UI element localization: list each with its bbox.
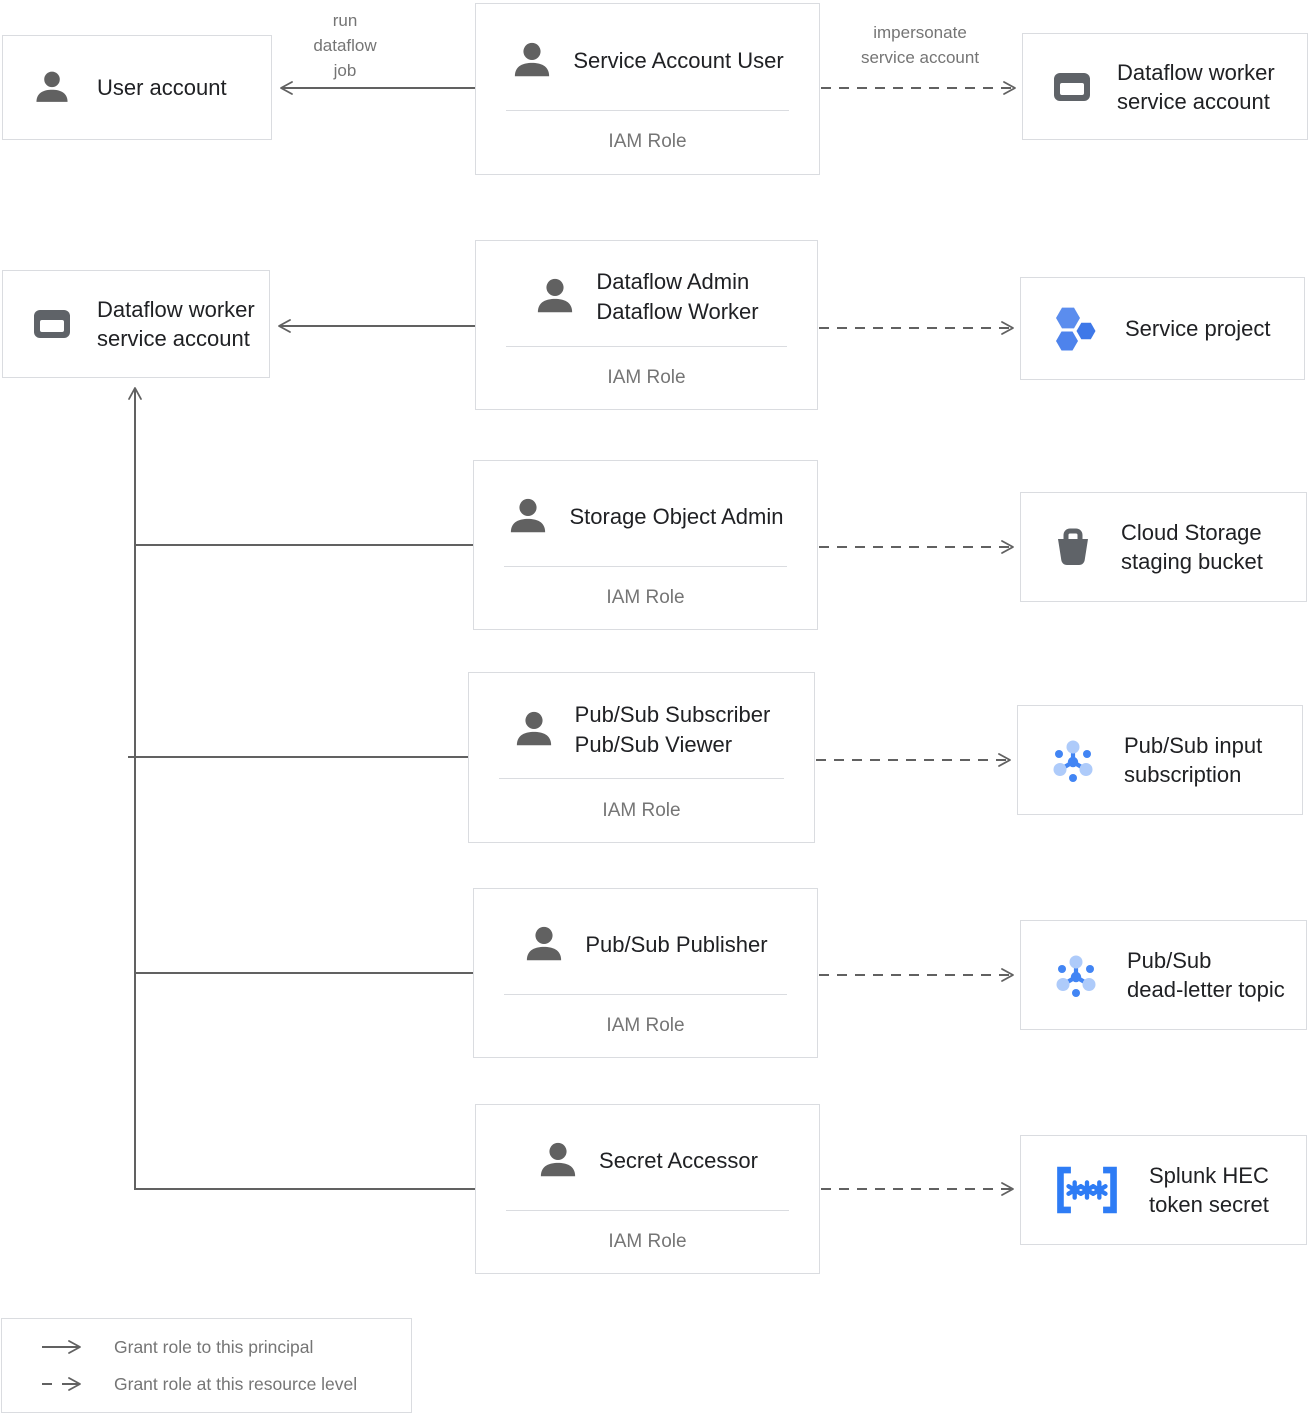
legend-dashed-label: Grant role at this resource level: [114, 1373, 358, 1394]
node-cloud-storage-bucket: Cloud Storage staging bucket: [1020, 492, 1307, 602]
edge-label-line: impersonate: [873, 23, 967, 42]
divider: [499, 778, 784, 780]
node-label: User account: [97, 75, 227, 100]
person-icon: [516, 711, 551, 745]
role-title: Pub/Sub Subscriber Pub/Sub Viewer: [575, 700, 771, 760]
role-title: Storage Object Admin: [569, 504, 784, 530]
node-label-line: dead-letter topic: [1127, 977, 1285, 1002]
legend-solid-label: Grant role to this principal: [114, 1336, 314, 1357]
service-account-icon: [1054, 72, 1090, 101]
node-label-line: Pub/Sub input: [1124, 733, 1263, 758]
person-icon: [540, 1143, 576, 1177]
node-pubsub-dead-letter-topic: Pub/Sub dead-letter topic: [1020, 920, 1307, 1030]
node-label-line: subscription: [1124, 762, 1242, 787]
role-title: Dataflow Admin Dataflow Worker: [596, 267, 758, 327]
role-subtitle: IAM Role: [602, 799, 681, 821]
edge-label-line: dataflow: [313, 36, 377, 55]
role-subtitle: IAM Role: [607, 366, 686, 388]
role-title-row: Dataflow Admin Dataflow Worker: [476, 241, 817, 346]
node-label-line: Dataflow worker: [1117, 59, 1275, 85]
role-subtitle: IAM Role: [606, 1014, 685, 1036]
pubsub-icon: [1056, 955, 1096, 997]
secret-brackets-icon: [1057, 1166, 1117, 1214]
node-label-line: service account: [97, 326, 250, 351]
role-title: Secret Accessor: [599, 1148, 758, 1174]
divider: [504, 565, 787, 567]
role-title: Pub/Sub Publisher: [585, 932, 768, 958]
node-label-line: staging bucket: [1121, 549, 1263, 574]
node-label-line: Dataflow worker: [97, 297, 255, 322]
node-role-secret-accessor: Secret Accessor IAM Role: [475, 1104, 820, 1274]
pubsub-icon: [1053, 740, 1093, 782]
person-icon: [538, 279, 573, 313]
node-role-storage-object-admin: Storage Object Admin IAM Role: [473, 460, 818, 630]
storage-bucket-icon: [1058, 528, 1088, 565]
node-role-pubsub-publisher: Pub/Sub Publisher IAM Role: [473, 888, 818, 1058]
role-title-row: Pub/Sub Subscriber Pub/Sub Viewer: [469, 673, 814, 778]
node-label: Pub/Sub input subscription: [1124, 731, 1262, 789]
node-role-dataflow-admin-worker: Dataflow Admin Dataflow Worker IAM Role: [475, 240, 818, 410]
node-dataflow-worker-sa-top: Dataflow worker service account: [1022, 33, 1308, 140]
person-icon: [527, 927, 562, 961]
node-label-line: Splunk HEC: [1149, 1163, 1269, 1188]
role-title-row: Service Account User: [476, 4, 819, 110]
role-title-line: Dataflow Admin: [596, 269, 750, 295]
legend-row-dashed: Grant role at this resource level: [40, 1374, 411, 1395]
role-title-row: Secret Accessor: [476, 1105, 819, 1210]
node-pubsub-input-subscription: Pub/Sub input subscription: [1017, 705, 1303, 815]
node-user-account: User account: [2, 35, 272, 140]
role-title-row: Pub/Sub Publisher: [474, 889, 817, 994]
edge-label-line: run: [332, 11, 358, 30]
solid-arrow-icon: [42, 1340, 81, 1354]
role-subtitle: IAM Role: [608, 131, 687, 153]
divider: [506, 1209, 789, 1211]
role-title: Service Account User: [573, 47, 784, 73]
node-label-line: service account: [1117, 88, 1270, 114]
node-role-service-account-user: Service Account User IAM Role: [475, 3, 820, 175]
node-label: Dataflow worker service account: [97, 295, 255, 353]
edge-label-line: job: [333, 61, 357, 80]
role-title-line: Pub/Sub Subscriber: [574, 701, 771, 727]
edge-label-run-dataflow-job: run dataflow job: [283, 8, 407, 83]
project-hexagons-icon: [1056, 307, 1096, 350]
divider: [506, 109, 789, 111]
legend-row-solid: Grant role to this principal: [40, 1337, 411, 1358]
person-icon: [515, 42, 550, 77]
divider: [504, 993, 787, 995]
node-label: Service project: [1125, 316, 1271, 341]
node-label: Splunk HEC token secret: [1149, 1161, 1269, 1219]
legend: Grant role to this principal Grant role …: [1, 1318, 412, 1413]
divider: [506, 345, 787, 347]
node-label: Pub/Sub dead-letter topic: [1127, 946, 1285, 1004]
role-subtitle: IAM Role: [608, 1230, 687, 1252]
node-dataflow-worker-sa-left: Dataflow worker service account: [2, 270, 270, 378]
person-icon: [511, 499, 546, 533]
node-label-line: Cloud Storage: [1121, 520, 1262, 545]
dashed-arrow-icon: [42, 1377, 81, 1391]
node-role-pubsub-subscriber-viewer: Pub/Sub Subscriber Pub/Sub Viewer IAM Ro…: [468, 672, 815, 843]
edge-label-impersonate: impersonate service account: [826, 20, 1014, 70]
role-subtitle: IAM Role: [606, 586, 685, 608]
node-splunk-hec-token-secret: Splunk HEC token secret: [1020, 1135, 1307, 1245]
edge-label-line: service account: [860, 48, 980, 67]
node-label-line: Pub/Sub: [1127, 948, 1212, 973]
role-title-line: Dataflow Worker: [596, 299, 759, 325]
role-title-row: Storage Object Admin: [474, 461, 817, 566]
service-account-icon: [34, 310, 70, 338]
node-label: Dataflow worker service account: [1117, 58, 1275, 116]
role-title-line: Pub/Sub Viewer: [574, 731, 733, 757]
node-label-line: token secret: [1149, 1192, 1269, 1217]
person-icon: [36, 71, 68, 102]
node-service-project: Service project: [1020, 277, 1305, 380]
node-label: Cloud Storage staging bucket: [1121, 518, 1263, 576]
